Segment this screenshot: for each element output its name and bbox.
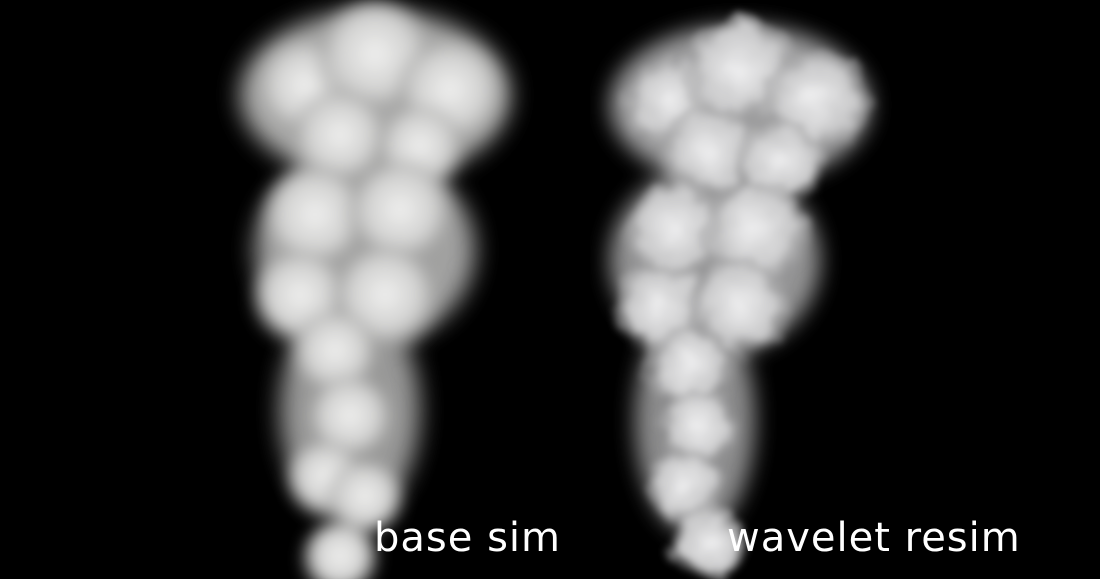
wavelet-resim-label: wavelet resim — [727, 515, 1021, 561]
base-sim-smoke-plume — [215, 0, 535, 579]
wavelet-resim-smoke-plume — [590, 0, 910, 579]
base-sim-label: base sim — [374, 515, 561, 561]
